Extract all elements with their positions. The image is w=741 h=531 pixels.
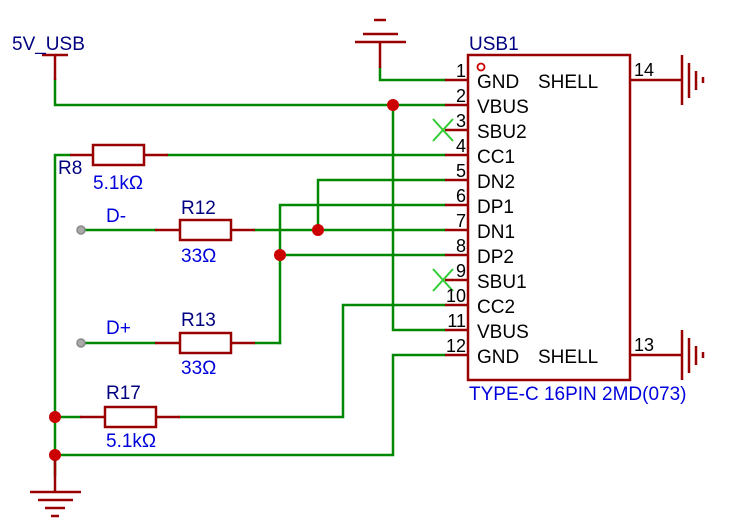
pin-number: 5 (456, 161, 466, 181)
pin-name: DN1 (477, 222, 515, 243)
junction (312, 224, 324, 236)
resistor-value: 33Ω (181, 358, 216, 379)
wire-cc2[interactable] (178, 303, 447, 419)
pin-number: 14 (634, 60, 654, 80)
resistor-designator: R13 (181, 310, 216, 331)
power-net-label: 5V_USB (12, 34, 85, 55)
resistor-r17[interactable]: R17 5.1kΩ (80, 383, 180, 452)
pin-name: DN2 (477, 172, 515, 193)
pin-number: 9 (456, 261, 466, 281)
wire-dp1[interactable] (278, 203, 447, 345)
junction (49, 449, 61, 461)
pin1-marker-icon (476, 62, 486, 72)
pin-number: 3 (456, 111, 466, 131)
junction (387, 99, 399, 111)
resistor-designator: R17 (106, 383, 141, 404)
wire-5v-vbus[interactable] (53, 78, 447, 107)
resistor-designator: R8 (58, 158, 82, 179)
junction (274, 249, 286, 261)
pin-name: CC1 (477, 147, 515, 168)
port-terminal-icon (76, 225, 86, 235)
connector-left-pins: 1GND2VBUS3SBU24CC15DN26DP17DN18DP29SBU11… (432, 61, 529, 368)
resistor-value: 5.1kΩ (93, 173, 143, 194)
connector-designator: USB1 (469, 34, 519, 55)
power-5v-usb[interactable]: 5V_USB (12, 34, 85, 80)
pin-name: SHELL (538, 347, 598, 368)
pin-name: SHELL (538, 72, 598, 93)
pin-number: 7 (456, 211, 466, 231)
connector-usb1[interactable]: USB1 1GND2VBUS3SBU24CC15DN26DP17DN18DP29… (432, 34, 687, 405)
resistor-designator: R12 (181, 198, 216, 219)
wire-gnd-pin12[interactable] (53, 353, 447, 457)
resistor-r12[interactable]: R12 33Ω (155, 198, 255, 267)
junctions (49, 99, 399, 461)
pin-name: GND (477, 72, 519, 93)
connector-body (466, 53, 632, 382)
pin-name: SBU2 (477, 122, 527, 143)
port-label: D+ (106, 318, 131, 339)
wire-dn2[interactable] (316, 178, 447, 232)
pin-number: 4 (456, 136, 466, 156)
pin-number: 1 (456, 61, 466, 81)
chassis-ground-pin13[interactable] (630, 330, 705, 380)
pin-number: 2 (456, 86, 466, 106)
no-connect-icon (432, 118, 454, 142)
resistor-value: 33Ω (181, 246, 216, 267)
chassis-ground-pin14[interactable] (630, 55, 705, 105)
port-d-minus[interactable]: D- (76, 206, 126, 235)
ground-symbol-bottom[interactable] (30, 460, 81, 518)
port-label: D- (106, 206, 126, 227)
pin-name: VBUS (477, 322, 529, 343)
pin-number: 6 (456, 186, 466, 206)
no-connect-icon (432, 268, 454, 292)
connector-part-number: TYPE-C 16PIN 2MD(073) (469, 384, 687, 405)
pin-number: 8 (456, 236, 466, 256)
ground-symbol-top[interactable] (355, 18, 406, 68)
pin-name: GND (477, 347, 519, 368)
pin-name: DP2 (477, 247, 514, 268)
pin-name: CC2 (477, 297, 515, 318)
wire-vbus-pin11[interactable] (391, 103, 447, 332)
pin-number: 10 (446, 286, 466, 306)
wire-gnd-pin1[interactable] (378, 66, 447, 82)
resistor-r8[interactable]: R8 5.1kΩ (58, 143, 168, 194)
junction (49, 411, 61, 423)
port-terminal-icon (76, 338, 86, 348)
wires (53, 66, 447, 477)
port-d-plus[interactable]: D+ (76, 318, 131, 348)
wire-left-rail[interactable] (53, 153, 72, 477)
resistor-value: 5.1kΩ (106, 431, 156, 452)
pin-name: VBUS (477, 97, 529, 118)
pin-number: 13 (634, 335, 654, 355)
pin-number: 11 (447, 311, 466, 331)
pin-number: 12 (446, 336, 466, 356)
pin-name: SBU1 (477, 272, 527, 293)
resistor-r13[interactable]: R13 33Ω (155, 310, 255, 379)
pin-name: DP1 (477, 197, 514, 218)
